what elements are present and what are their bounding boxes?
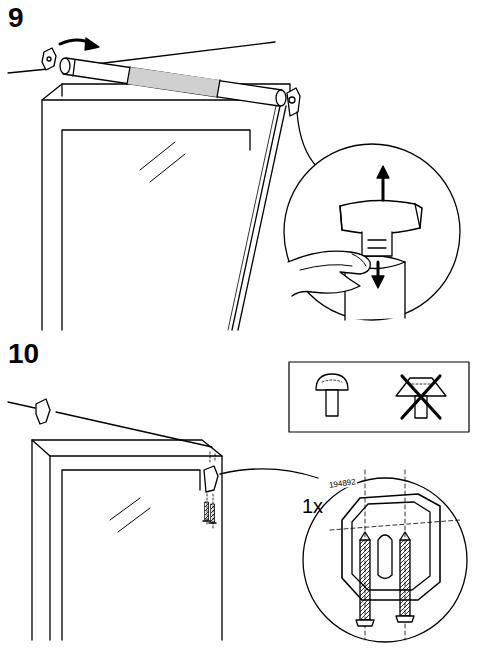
screw (356, 532, 374, 626)
correct-screw-head (316, 374, 348, 416)
screw (396, 532, 414, 622)
left-bracket (42, 48, 56, 70)
right-bracket (287, 88, 300, 116)
wrong-screw-head (396, 376, 446, 418)
bracket-detail (330, 470, 460, 640)
step-number: 10 (8, 340, 39, 368)
step-10-scene (8, 362, 469, 642)
left-bracket (36, 399, 50, 424)
roller-tube (60, 58, 286, 106)
step-number: 9 (8, 4, 24, 32)
step-9-scene (8, 38, 460, 330)
right-bracket (203, 452, 218, 528)
quantity-label: 1x (302, 496, 323, 516)
end-cap-detail (288, 166, 422, 320)
